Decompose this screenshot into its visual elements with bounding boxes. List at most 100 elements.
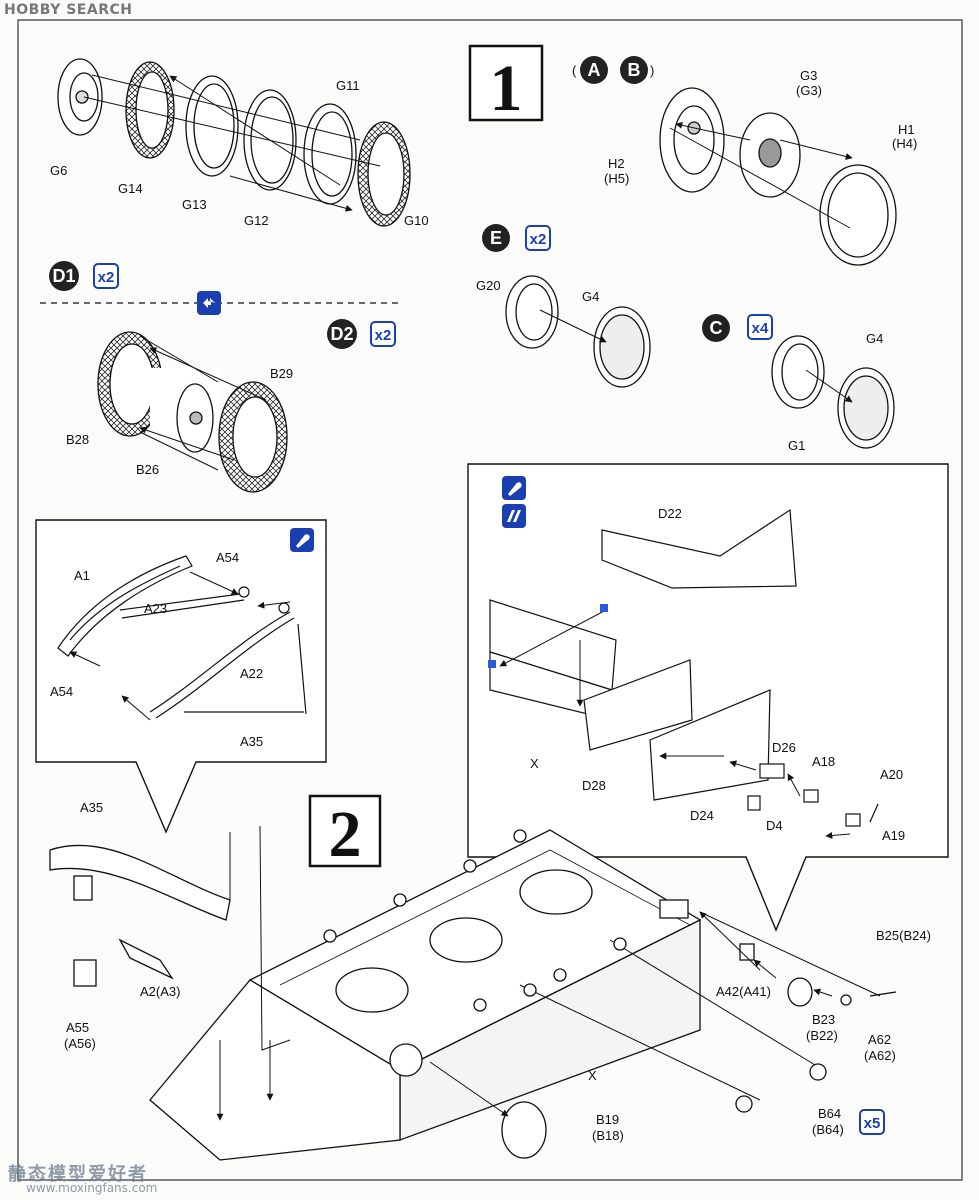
part-a19 <box>845 813 861 827</box>
hull-assembly <box>49 825 897 1161</box>
label-h1: H1 <box>898 122 915 137</box>
cement-icon <box>502 476 526 500</box>
variant-a-label: A <box>588 60 601 80</box>
sprocket-assembly <box>659 87 897 266</box>
label-a62-alt: (A62) <box>864 1048 896 1063</box>
side-plate-inset: D22 X D28 D26 A18 A20 D24 D4 A19 <box>467 463 949 932</box>
label-a35-inset: A35 <box>240 734 263 749</box>
label-d26: D26 <box>772 740 796 755</box>
part-b25 <box>869 991 897 997</box>
qty-c-badge <box>747 314 773 340</box>
part-b64 <box>735 1095 753 1113</box>
variant-d1-badge <box>49 261 79 291</box>
part-a35 <box>49 844 231 921</box>
label-d22: D22 <box>658 506 682 521</box>
variant-d2: D2 x2 <box>327 319 396 349</box>
svg-text:(: ( <box>572 63 577 78</box>
label-a18: A18 <box>812 754 835 769</box>
part-d4 <box>747 795 761 811</box>
label-g10: G10 <box>404 213 429 228</box>
part-a2 <box>118 938 174 980</box>
label-d4: D4 <box>766 818 783 833</box>
part-a23 <box>119 593 245 619</box>
road-wheel-exploded <box>57 58 411 227</box>
sprocket-mount <box>389 1043 423 1077</box>
page-frame <box>17 19 963 1181</box>
part-d26 <box>759 763 785 779</box>
hull-front <box>149 979 401 1161</box>
step-1-box: 1 <box>468 44 544 125</box>
variant-e-badge <box>482 224 510 252</box>
label-a55: A55 <box>66 1020 89 1035</box>
variant-c: C x4 <box>702 314 773 342</box>
label-b64: B64 <box>818 1106 841 1121</box>
label-a2: A2(A3) <box>140 984 180 999</box>
variant-e: E x2 <box>482 224 551 252</box>
qty-b64-badge <box>859 1109 885 1135</box>
label-x-hull: X <box>588 1068 597 1083</box>
label-x-inset: X <box>530 756 539 771</box>
label-b23: B23 <box>812 1012 835 1027</box>
part-a42 <box>739 943 755 961</box>
label-a56-alt: (A56) <box>64 1036 96 1051</box>
part-a1 <box>57 555 193 657</box>
label-b25: B25(B24) <box>876 928 931 943</box>
wheel-e-assembly <box>505 275 651 388</box>
label-d28: D28 <box>582 778 606 793</box>
label-b19: B19 <box>596 1112 619 1127</box>
step-1-number: 1 <box>490 52 523 125</box>
part-b23 <box>787 977 813 1007</box>
qty-e-badge <box>525 225 551 251</box>
label-g4-e: G4 <box>582 289 599 304</box>
label-d24: D24 <box>690 808 714 823</box>
part-b19 <box>501 1101 547 1159</box>
label-b28: B28 <box>66 432 89 447</box>
cement-icon <box>290 528 314 552</box>
wheel-c-assembly <box>771 335 895 449</box>
variant-b-label: B <box>628 60 641 80</box>
qty-c: x4 <box>752 320 769 337</box>
paint-icon <box>502 504 526 528</box>
qty-d2: x2 <box>375 327 392 344</box>
label-g3-alt: (G3) <box>796 83 822 98</box>
cement-point-marker <box>600 604 608 612</box>
part-a18 <box>803 789 819 803</box>
label-a23: A23 <box>144 601 167 616</box>
label-g1: G1 <box>788 438 805 453</box>
label-g3: G3 <box>800 68 817 83</box>
step-2-box: 2 <box>308 794 382 871</box>
variant-d1-label: D1 <box>52 266 75 286</box>
label-h2: H2 <box>608 156 625 171</box>
label-h4-alt: (H4) <box>892 136 917 151</box>
footer-watermark-cn: 静态模型爱好者 <box>8 1164 148 1185</box>
wheel-d-assembly <box>97 331 288 493</box>
label-g14: G14 <box>118 181 143 196</box>
part-a55 <box>73 959 97 987</box>
variant-d2-badge <box>327 319 357 349</box>
label-a54-top: A54 <box>216 550 239 565</box>
part-a20 <box>869 803 879 823</box>
label-b29: B29 <box>270 366 293 381</box>
label-a62: A62 <box>868 1032 891 1047</box>
qty-b64-badge-group: x5 <box>859 1109 885 1135</box>
qty-d1-badge <box>93 263 119 289</box>
suspension-inset: A54 A1 A23 A22 A54 A35 <box>35 519 327 834</box>
qty-b64: x5 <box>864 1115 881 1132</box>
idler-mount <box>659 899 689 919</box>
variant-d2-label: D2 <box>330 324 353 344</box>
label-g13: G13 <box>182 197 207 212</box>
label-g11: G11 <box>336 78 360 93</box>
label-g20: G20 <box>476 278 501 293</box>
qty-d2-badge <box>370 321 396 347</box>
cement-point-marker <box>488 660 496 668</box>
label-b22-alt: (B22) <box>806 1028 838 1043</box>
footer-watermark-url: www.moxingfans.com <box>26 1181 158 1195</box>
label-a42: A42(A41) <box>716 984 771 999</box>
part-a62 <box>840 994 852 1006</box>
variant-a-b: ( A B ) <box>572 56 654 84</box>
part-d28 <box>583 659 693 751</box>
label-b26: B26 <box>136 462 159 477</box>
label-a22: A22 <box>240 666 263 681</box>
